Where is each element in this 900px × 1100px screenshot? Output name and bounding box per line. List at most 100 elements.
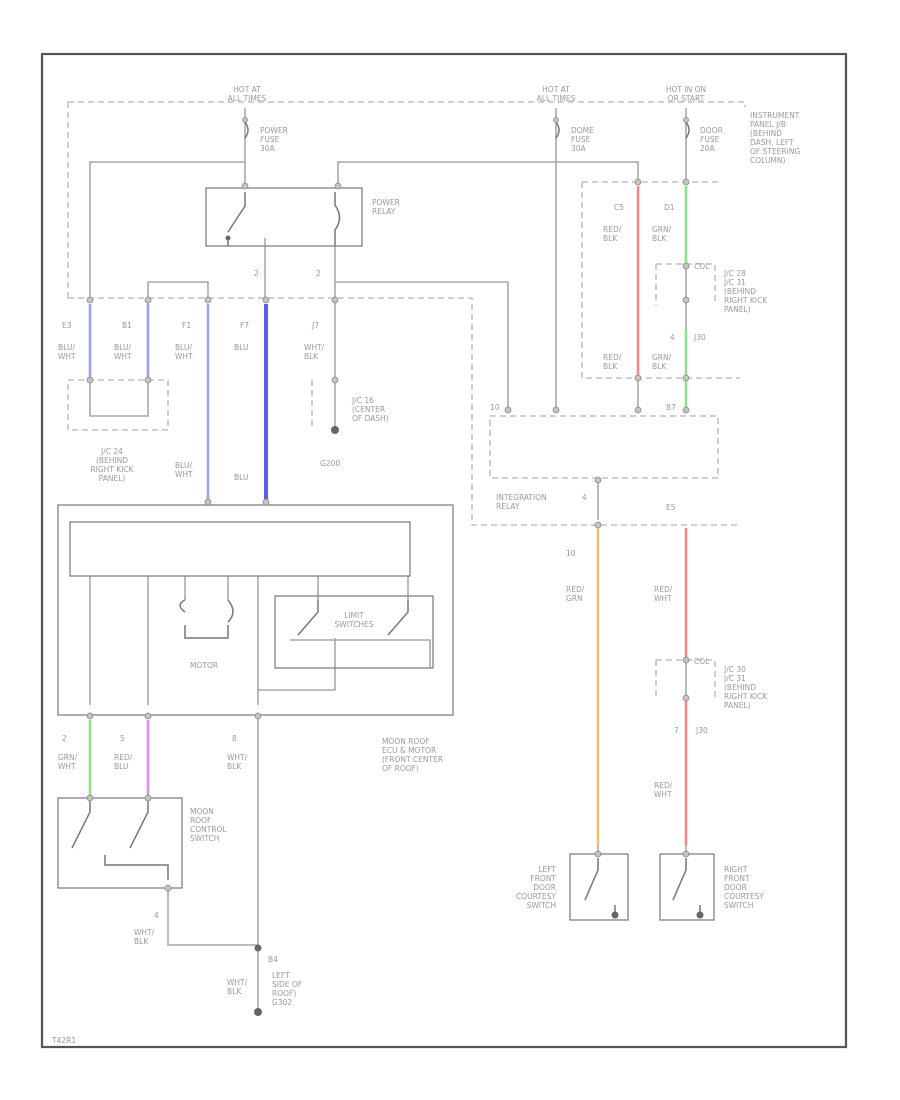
jc-lower-right-outline (655, 659, 716, 700)
pin-label: 4 (154, 911, 159, 920)
wire-jc24-loop (89, 380, 149, 417)
wire-ecu-internal-4 (258, 638, 336, 691)
power-relay-contact (225, 235, 231, 241)
wire-label: BLU/WHT (58, 343, 76, 361)
ecu-control-module (69, 521, 411, 577)
limit-switches-box (274, 595, 434, 669)
pin-label: E5 (666, 503, 676, 512)
ground-left-roof (254, 1008, 262, 1016)
wire-label: WHT/BLK (227, 753, 248, 771)
pin-label: J7 (311, 321, 319, 330)
moon-roof-switch-box (57, 797, 183, 889)
pin-label: J30 (695, 726, 708, 735)
pin-label: B4 (268, 955, 278, 964)
dome-fuse-symbol (555, 121, 560, 139)
ground-left-door (611, 911, 619, 919)
wire-label: RED/BLU (114, 753, 133, 771)
limit-switch-2 (387, 600, 409, 636)
moon-roof-switch-contact-1 (71, 798, 91, 849)
ground-g200 (331, 426, 339, 434)
wire-label: WHT/BLK (227, 978, 248, 996)
wire-label: BLU/WHT (114, 343, 132, 361)
motor-label: MOTOR (190, 661, 218, 670)
wire-switch-ground (167, 888, 258, 946)
moon-roof-switch-contact-2 (129, 798, 149, 849)
integration-relay-box (489, 415, 719, 479)
pin-label: 2 (254, 269, 259, 278)
connector-markers (86, 117, 690, 892)
pin-label: 7 (674, 726, 679, 735)
jc-upper-right-outline (655, 263, 716, 305)
wire-label: BLU/WHT (175, 461, 193, 479)
pin-label: COL (694, 657, 710, 666)
pin-label: 4 (582, 493, 587, 502)
diagram-border (40, 52, 848, 1049)
wire-label: WHT/BLK (134, 928, 155, 946)
diagram-code: T42R1 (51, 1036, 76, 1045)
pin-label: B1 (122, 321, 132, 330)
jb-outline-right-top (581, 181, 740, 379)
pin-label: B7 (666, 403, 676, 412)
pin-label: E3 (62, 321, 72, 330)
left-door-switch-contact (584, 858, 616, 912)
pin-label: 8 (232, 734, 237, 743)
pin-label: F7 (240, 321, 249, 330)
wire-label: GRN/WHT (58, 753, 78, 771)
moon-roof-ecu-box (57, 504, 454, 716)
wire-label: RED/WHT (654, 585, 673, 603)
pin-label: 10 (566, 549, 576, 558)
ground-right-door (696, 911, 704, 919)
wire-ecu-motor (184, 576, 229, 600)
wire-label: RED/WHT (654, 781, 673, 799)
pin-label: 4 (670, 333, 675, 342)
wire-dome-to-ip (337, 161, 639, 186)
pin-label: 5 (120, 734, 125, 743)
limit-switch-1 (297, 600, 319, 636)
jb-outline-mid (68, 297, 740, 526)
wire-to-integration (335, 281, 509, 408)
wire-b-plus-left (89, 161, 245, 298)
pin-label: J30 (693, 333, 706, 342)
power-relay-box (205, 187, 363, 247)
power-relay-switch (227, 192, 246, 246)
moon-roof-switch-link (104, 855, 169, 880)
right-door-switch-box (659, 853, 715, 921)
left-door-switch-box (569, 853, 629, 921)
wire-limit-bus (290, 639, 431, 668)
power-fuse-symbol (244, 121, 249, 139)
pin-label: 10 (490, 403, 500, 412)
wire-label: BLU (234, 343, 248, 352)
motor-symbol (179, 599, 234, 639)
pin-label: F1 (182, 321, 191, 330)
wire-label: RED/BLK (603, 353, 622, 371)
pin-label: COL (694, 262, 710, 271)
wire-label: BLU/WHT (175, 343, 193, 361)
wire-label: RED/GRN (566, 585, 585, 603)
wire-label: GRN/BLK (652, 225, 672, 243)
ground-b4-splice (254, 944, 262, 952)
right-door-switch-contact (672, 858, 701, 912)
pin-label: 2 (316, 269, 321, 278)
jb-outline-top (68, 101, 746, 107)
wire-label: RED/BLK (603, 225, 622, 243)
ground-g200-label: G200 (320, 459, 340, 468)
pin-label: D1 (664, 203, 675, 212)
